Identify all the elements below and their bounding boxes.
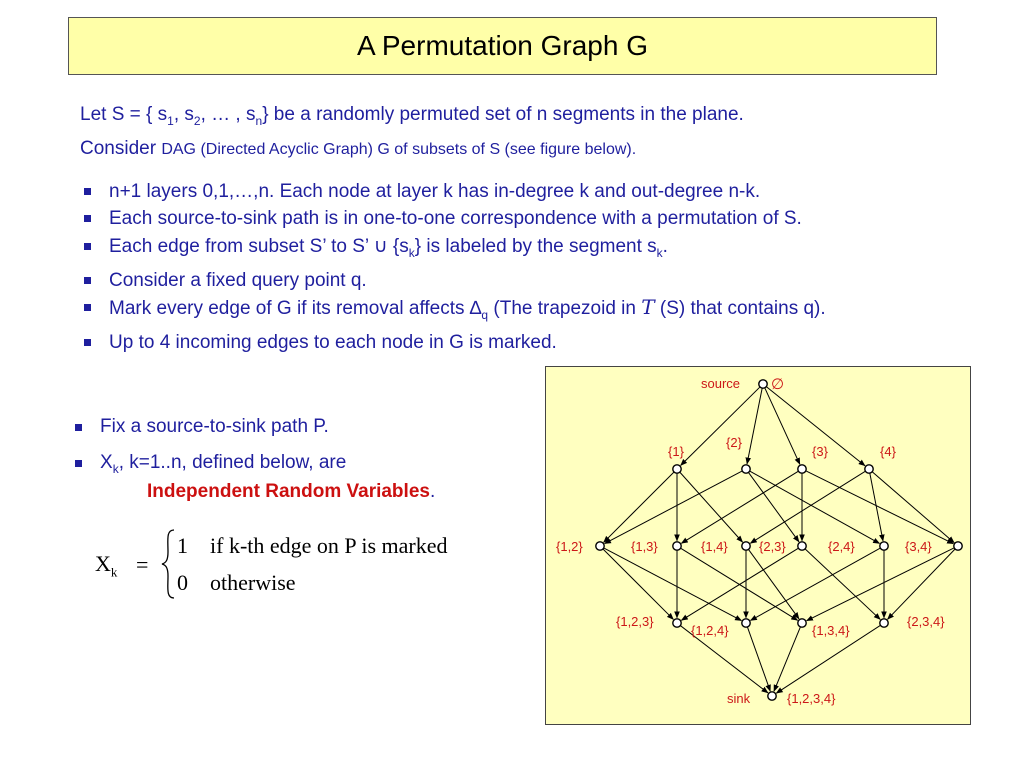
bullet-layers: n+1 layers 0,1,…,n. Each node at layer k… bbox=[80, 178, 826, 205]
edge-2-24 bbox=[749, 470, 881, 544]
node-source bbox=[758, 379, 768, 389]
graph-nodes bbox=[595, 379, 963, 701]
edge-4-14 bbox=[749, 470, 866, 544]
node-label-13: {1,3} bbox=[631, 539, 658, 554]
edge-24-124 bbox=[749, 547, 881, 621]
edge-4-34 bbox=[871, 471, 955, 544]
node-134 bbox=[797, 618, 807, 628]
edge-34-234 bbox=[887, 548, 956, 620]
edge-14-134 bbox=[748, 549, 800, 620]
formula-lhs: Xk bbox=[95, 551, 118, 580]
node-123 bbox=[672, 618, 682, 628]
bullet-xk-definition: Xk, k=1..n, defined below, are Independe… bbox=[74, 452, 435, 503]
xk-formula: Xk = 1 if k-th edge on P is marked 0 oth… bbox=[95, 528, 495, 608]
bullet-edge-label: Each edge from subset S’ to S’ ∪ {sk} is… bbox=[80, 233, 826, 267]
node-13 bbox=[672, 541, 682, 551]
case1-value: 1 bbox=[177, 533, 188, 558]
properties-list: n+1 layers 0,1,…,n. Each node at layer k… bbox=[80, 178, 826, 356]
permutation-graph-figure: source ∅ {1} {2} {3} {4} {1,2} {1,3} {1,… bbox=[545, 366, 971, 725]
edge-234-1234 bbox=[775, 624, 881, 694]
title-box: A Permutation Graph G bbox=[68, 17, 937, 75]
edge-3-13 bbox=[680, 470, 799, 544]
node-label-1234: {1,2,3,4} bbox=[787, 691, 836, 706]
edge-s-4 bbox=[765, 386, 866, 467]
formula-equals: = bbox=[136, 552, 149, 577]
edge-s-1 bbox=[680, 386, 761, 466]
node-label-14: {1,4} bbox=[701, 539, 728, 554]
node-4 bbox=[864, 464, 874, 474]
node-label-34: {3,4} bbox=[905, 539, 932, 554]
node-1 bbox=[672, 464, 682, 474]
bullet-incoming-edges: Up to 4 incoming edges to each node in G… bbox=[80, 329, 826, 356]
page-title: A Permutation Graph G bbox=[356, 30, 649, 61]
edge-123-1234 bbox=[680, 625, 769, 694]
independent-random-variables: Independent Random Variables bbox=[147, 480, 430, 502]
bullet-paths: Each source-to-sink path is in one-to-on… bbox=[80, 205, 826, 232]
node-label-24: {2,4} bbox=[828, 539, 855, 554]
node-34 bbox=[953, 541, 963, 551]
node-label-2: {2} bbox=[726, 435, 743, 450]
node-124 bbox=[741, 618, 751, 628]
node-3 bbox=[797, 464, 807, 474]
edge-4-24 bbox=[869, 473, 885, 542]
bullet-mark-edges: Mark every edge of G if its removal affe… bbox=[80, 294, 826, 329]
node-label-123: {1,2,3} bbox=[616, 614, 654, 629]
node-12 bbox=[595, 541, 605, 551]
bullet-query-point: Consider a fixed query point q. bbox=[80, 267, 826, 294]
edge-124-1234 bbox=[746, 626, 771, 692]
case1-text: if k-th edge on P is marked bbox=[210, 533, 448, 558]
case2-value: 0 bbox=[177, 570, 188, 595]
node-sink bbox=[767, 691, 777, 701]
edge-23-234 bbox=[804, 548, 881, 620]
edge-2-23 bbox=[748, 472, 800, 543]
node-234 bbox=[879, 618, 889, 628]
random-variable-notes: Fix a source-to-sink path P. Xk, k=1..n,… bbox=[74, 416, 435, 503]
case2-text: otherwise bbox=[210, 570, 296, 595]
edge-3-34 bbox=[805, 470, 954, 545]
node-2 bbox=[741, 464, 751, 474]
node-label-1: {1} bbox=[668, 444, 685, 459]
node-label-source: source bbox=[701, 376, 740, 391]
node-label-sink: sink bbox=[727, 691, 751, 706]
permutation-graph: source ∅ {1} {2} {3} {4} {1,2} {1,3} {1,… bbox=[556, 376, 963, 706]
edge-12-123 bbox=[602, 548, 674, 620]
edge-12-124 bbox=[603, 547, 743, 622]
left-brace bbox=[161, 529, 175, 599]
edge-34-134 bbox=[806, 547, 955, 622]
edge-1-14 bbox=[679, 471, 743, 543]
node-24 bbox=[879, 541, 889, 551]
node-label-12: {1,2} bbox=[556, 539, 583, 554]
node-label-4: {4} bbox=[880, 444, 897, 459]
node-label-3: {3} bbox=[812, 444, 829, 459]
edge-23-123 bbox=[680, 547, 799, 621]
edge-1-12 bbox=[603, 471, 675, 543]
intro-paragraph: Let S = { s1, s2, … , sn} be a randomly … bbox=[80, 101, 744, 163]
graph-edges bbox=[602, 386, 956, 694]
node-label-124: {1,2,4} bbox=[691, 623, 729, 638]
edge-2-12 bbox=[603, 470, 743, 545]
node-label-23: {2,3} bbox=[759, 539, 786, 554]
intro-line-1: Let S = { s1, s2, … , sn} be a randomly … bbox=[80, 104, 744, 128]
edge-s-2 bbox=[745, 388, 763, 465]
node-23 bbox=[797, 541, 807, 551]
intro-line-2: Consider DAG (Directed Acyclic Graph) G … bbox=[80, 137, 637, 159]
node-14 bbox=[741, 541, 751, 551]
bullet-fix-path: Fix a source-to-sink path P. bbox=[74, 416, 435, 438]
graph-labels: source ∅ {1} {2} {3} {4} {1,2} {1,3} {1,… bbox=[556, 376, 945, 706]
edge-s-3 bbox=[764, 387, 801, 465]
node-label-234: {2,3,4} bbox=[907, 614, 945, 629]
node-label-134: {1,3,4} bbox=[812, 623, 850, 638]
edge-134-1234 bbox=[773, 626, 801, 692]
empty-set-label: ∅ bbox=[771, 376, 784, 393]
